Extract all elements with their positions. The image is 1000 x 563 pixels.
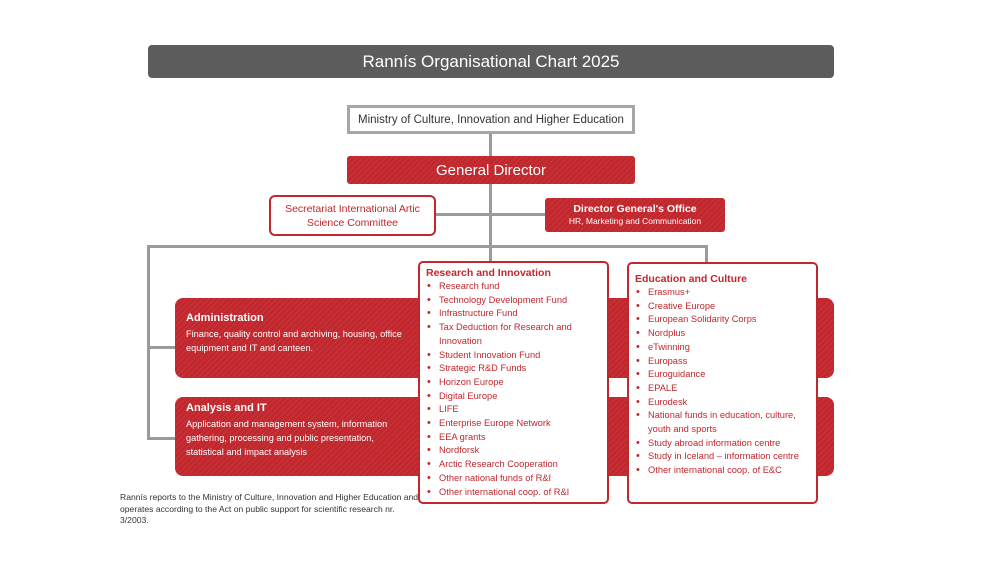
connector-main-trunk [489, 184, 492, 264]
connector-to-analysis [147, 437, 177, 440]
director-office-subtitle: HR, Marketing and Communication [568, 216, 702, 226]
education-culture-list: Erasmus+ Creative Europe European Solida… [635, 286, 810, 478]
general-director-box: General Director [347, 156, 635, 184]
connector-branch-horizontal [147, 245, 708, 248]
analysis-title: Analysis and IT [186, 402, 267, 414]
connector-secretariat-office [436, 213, 546, 216]
footnote: Rannís reports to the Ministry of Cultur… [120, 492, 419, 525]
research-innovation-list: Research fund Technology Development Fun… [426, 280, 601, 499]
list-item: Nordplus [635, 327, 810, 341]
list-item: eTwinning [635, 341, 810, 355]
administration-description: Finance, quality control and archiving, … [186, 329, 402, 353]
connector-to-administration [147, 346, 177, 349]
list-item: European Solidarity Corps [635, 313, 810, 327]
connector-ministry-director [489, 134, 492, 156]
administration-title: Administration [186, 312, 264, 324]
director-office-box: Director General's Office HR, Marketing … [545, 198, 725, 232]
list-item: National funds in education, culture, yo… [635, 409, 810, 436]
ministry-label: Ministry of Culture, Innovation and High… [358, 113, 624, 126]
list-item: Eurodesk [635, 396, 810, 410]
list-item: Strategic R&D Funds [426, 362, 601, 376]
list-item: Research fund [426, 280, 601, 294]
list-item: Other international coop. of E&C [635, 464, 810, 478]
list-item: EEA grants [426, 431, 601, 445]
list-item: Tax Deduction for Research and Innovatio… [426, 321, 601, 348]
list-item: Study in Iceland – information centre [635, 450, 810, 464]
list-item: Arctic Research Cooperation [426, 458, 601, 472]
list-item: Enterprise Europe Network [426, 417, 601, 431]
list-item: Horizon Europe [426, 376, 601, 390]
list-item: Europass [635, 355, 810, 369]
research-innovation-panel: Research and Innovation Research fund Te… [418, 261, 609, 504]
analysis-description: Application and management system, infor… [186, 419, 388, 457]
secretariat-box: Secretariat International Artic Science … [269, 195, 436, 236]
ministry-box: Ministry of Culture, Innovation and High… [347, 105, 635, 134]
list-item: Student Innovation Fund [426, 349, 601, 363]
list-item: Creative Europe [635, 300, 810, 314]
education-culture-title: Education and Culture [635, 273, 748, 285]
director-office-title: Director General's Office [573, 203, 697, 215]
research-innovation-title: Research and Innovation [426, 267, 551, 279]
list-item: Erasmus+ [635, 286, 810, 300]
secretariat-label: Secretariat International Artic Science … [285, 202, 420, 229]
list-item: Infrastructure Fund [426, 307, 601, 321]
list-item: LIFE [426, 403, 601, 417]
list-item: Other national funds of R&I [426, 472, 601, 486]
education-culture-panel: Education and Culture Erasmus+ Creative … [627, 262, 818, 504]
chart-title: Rannís Organisational Chart 2025 [148, 45, 834, 78]
list-item: EPALE [635, 382, 810, 396]
list-item: Study abroad information centre [635, 437, 810, 451]
connector-right-drop [705, 245, 708, 263]
list-item: Euroguidance [635, 368, 810, 382]
list-item: Digital Europe [426, 390, 601, 404]
list-item: Nordforsk [426, 444, 601, 458]
list-item: Other international coop. of R&I [426, 486, 601, 500]
connector-left-vertical [147, 245, 150, 440]
general-director-label: General Director [435, 161, 547, 179]
list-item: Technology Development Fund [426, 294, 601, 308]
